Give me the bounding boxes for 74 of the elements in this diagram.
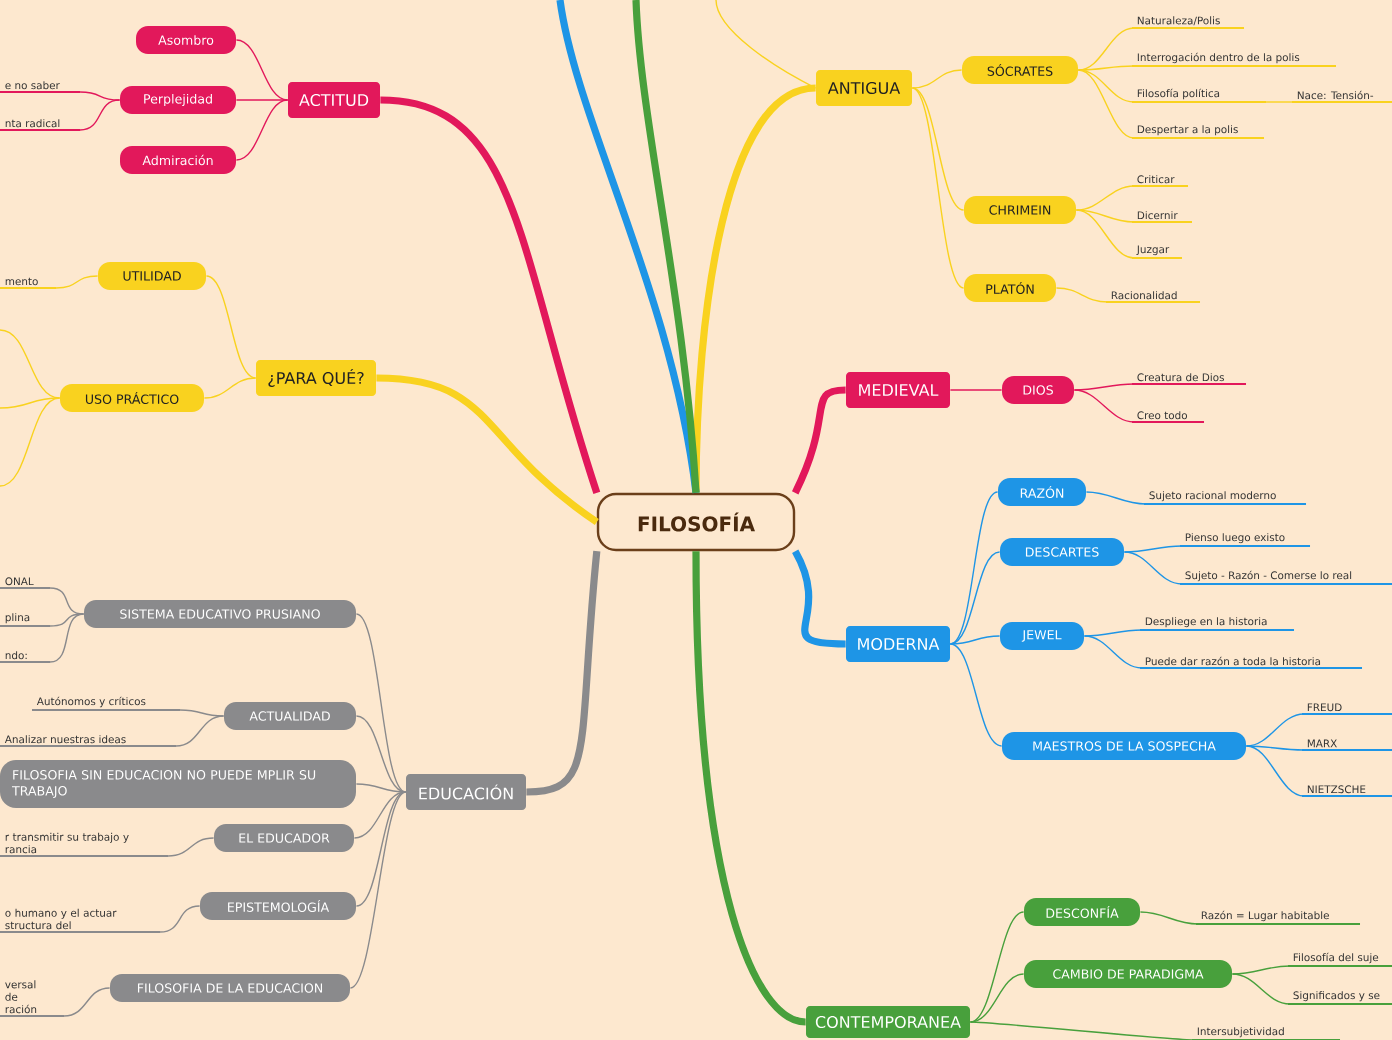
connector-line (791, 549, 846, 648)
connector-line (1075, 209, 1135, 259)
connector-line (175, 715, 225, 747)
connector-line (235, 99, 289, 161)
connector-line (376, 374, 599, 525)
connector-line (632, 0, 700, 494)
connector-line (526, 550, 601, 796)
topic-box: CONTEMPORANEA (806, 1006, 970, 1038)
connector-line (1231, 973, 1291, 1005)
connector-line (355, 791, 407, 907)
connector-line (692, 84, 817, 493)
connector-line (715, 0, 817, 89)
connector-line (949, 389, 1003, 391)
connector-line (1139, 911, 1199, 925)
connector-line (79, 91, 121, 101)
connector-line (167, 837, 215, 857)
connector-line (63, 987, 111, 1017)
connector-line (1073, 383, 1135, 391)
connector-line (1083, 629, 1143, 637)
connector-line (49, 613, 85, 663)
connector-line (969, 973, 1025, 1023)
connector-line (203, 377, 257, 399)
connector-line (1231, 965, 1291, 975)
connector-line (179, 709, 225, 717)
connector-line (353, 791, 407, 839)
connector-line (911, 69, 963, 89)
topic-box: EDUCACIÓN (406, 774, 526, 810)
connector-line (79, 99, 121, 131)
connector-line (1085, 491, 1147, 505)
connector-line (355, 613, 407, 793)
topic-box: ACTITUD (288, 82, 380, 118)
connector-line (159, 905, 201, 933)
connector-line (1245, 745, 1305, 751)
connector-line (49, 587, 85, 615)
connector-line (235, 39, 289, 101)
connector-line (1077, 27, 1135, 71)
connector-line (205, 275, 257, 379)
connector-line (1123, 545, 1183, 553)
connector-line (355, 715, 407, 793)
connector-line (791, 386, 846, 495)
connector-line (49, 613, 85, 627)
connector-line (911, 87, 965, 289)
connector-line (349, 791, 407, 989)
connector-line (380, 96, 601, 494)
connector-line (355, 783, 407, 793)
topic-box: ¿PARA QUÉ? (256, 360, 376, 396)
connector-line (949, 643, 1003, 747)
connector-line (949, 491, 999, 645)
connector-line (1245, 745, 1305, 797)
topic-box: MODERNA (846, 626, 950, 662)
connector-line (0, 397, 61, 487)
connector-line (1055, 287, 1109, 303)
connector-line (949, 635, 1001, 645)
topic-box: MEDIEVAL (846, 372, 950, 408)
connector-line (1265, 101, 1293, 103)
connector-line (692, 551, 807, 1026)
topic-box: ANTIGUA (816, 70, 912, 106)
connector-line (1075, 209, 1135, 223)
connector-line (1083, 635, 1143, 669)
connector-line (969, 911, 1025, 1023)
central-topic-box: FILOSOFÍA (596, 492, 796, 552)
connector-line (1073, 389, 1135, 423)
connector-line (1123, 551, 1183, 585)
connector-line (969, 1021, 1195, 1040)
connector-line (55, 275, 99, 289)
connector-line (0, 329, 61, 399)
connector-line (1077, 65, 1135, 71)
connector-line (235, 99, 289, 101)
connector-line (911, 87, 965, 211)
connector-line (1075, 185, 1135, 211)
connector-line (1077, 69, 1135, 139)
connector-line (949, 551, 1001, 645)
connector-line (0, 397, 61, 409)
connector-line (1077, 69, 1135, 103)
